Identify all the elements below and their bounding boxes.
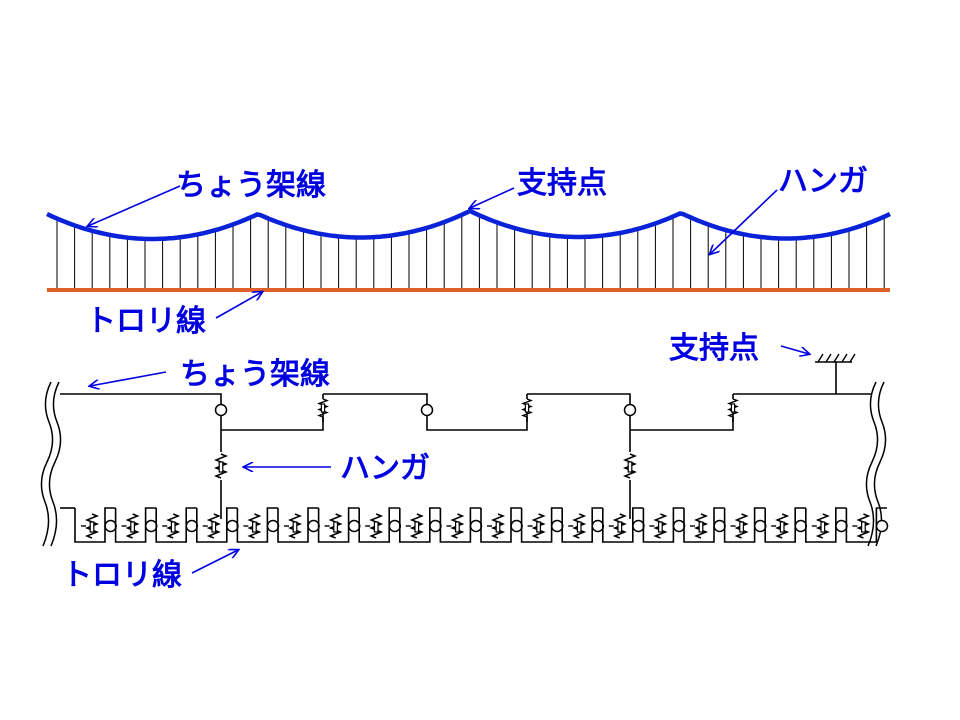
trolley-joint	[713, 519, 726, 533]
bottom-trolley-arrow	[191, 550, 238, 574]
trolley-segment	[236, 507, 278, 543]
trolley-spring	[411, 513, 423, 539]
top-support-label: 支持点	[517, 166, 607, 201]
trolley-spring	[329, 513, 342, 539]
trolley-spring	[289, 513, 301, 539]
top-hanger-lines	[56, 214, 885, 289]
top-trolley-arrow	[215, 292, 262, 319]
trolley-spring	[492, 513, 504, 539]
trolley-segment	[561, 507, 603, 543]
trolley-segment	[439, 507, 481, 543]
trolley-spring	[532, 513, 545, 539]
trolley-spring	[451, 513, 464, 539]
top-messenger-label: ちょう架線	[176, 168, 326, 203]
trolley-joint	[632, 519, 645, 533]
trolley-joint	[672, 519, 686, 533]
trolley-segment	[196, 507, 238, 543]
trolley-spring	[735, 513, 748, 539]
bottom-hanger-model	[215, 453, 636, 519]
top-messenger-arrow	[88, 185, 181, 226]
bottom-trolley-label: トロリ線	[62, 558, 182, 593]
messenger-spring	[522, 393, 532, 423]
trolley-segment	[804, 507, 847, 543]
trolley-joint	[307, 519, 320, 533]
trolley-segment	[520, 507, 563, 543]
trolley-spring	[86, 513, 98, 539]
bottom-trolley-model	[60, 507, 889, 543]
trolley-joint	[794, 519, 808, 533]
trolley-spring	[695, 513, 707, 539]
trolley-joint	[510, 519, 523, 533]
trolley-joint	[835, 519, 848, 533]
trolley-spring	[817, 513, 829, 539]
bottom-support-label: 支持点	[669, 331, 759, 366]
messenger-spring	[728, 393, 738, 423]
trolley-joint	[550, 519, 564, 533]
trolley-segment	[601, 507, 644, 543]
trolley-segment	[764, 507, 806, 543]
trolley-joint	[591, 519, 605, 533]
top-hanger-label: ハンガ	[778, 164, 868, 199]
trolley-joint	[875, 519, 889, 533]
trolley-segment	[74, 507, 116, 543]
messenger-spring	[318, 393, 328, 423]
trolley-spring	[126, 513, 139, 539]
bottom-messenger-arrow	[90, 371, 167, 386]
trolley-spring	[614, 513, 626, 539]
trolley-spring	[573, 513, 585, 539]
trolley-segment	[480, 507, 522, 543]
trolley-joint	[388, 519, 402, 533]
trolley-joint	[429, 519, 442, 533]
trolley-spring	[857, 513, 870, 539]
trolley-segment	[398, 507, 441, 543]
trolley-segment	[358, 507, 400, 543]
bottom-hanger-label: ハンガ	[340, 451, 430, 486]
trolley-spring	[167, 513, 179, 539]
trolley-spring	[208, 513, 220, 539]
trolley-spring	[776, 513, 788, 539]
trolley-joint	[104, 519, 117, 533]
trolley-joint	[266, 519, 280, 533]
trolley-joint	[144, 519, 158, 533]
trolley-joint	[185, 519, 199, 533]
bottom-support-arrow	[780, 345, 809, 354]
trolley-joint	[753, 519, 767, 533]
trolley-joint	[347, 519, 361, 533]
wire-break-marks	[40, 381, 887, 547]
hanger-spring	[215, 453, 227, 479]
bottom-messenger-label: ちょう架線	[180, 357, 330, 392]
trolley-segment	[277, 507, 319, 543]
hanger-spring	[624, 453, 636, 479]
trolley-segment	[723, 507, 766, 543]
trolley-spring	[654, 513, 667, 539]
trolley-spring	[370, 513, 382, 539]
trolley-segment	[642, 507, 684, 543]
trolley-joint	[469, 519, 483, 533]
trolley-segment	[155, 507, 197, 543]
trolley-segment	[845, 507, 887, 543]
top-support-arrow	[470, 187, 515, 208]
top-trolley-label: トロリ線	[86, 304, 206, 339]
top-messenger-wire	[46, 208, 891, 242]
trolley-segment	[317, 507, 360, 543]
top-hanger-arrow	[710, 189, 778, 254]
trolley-segment	[683, 507, 725, 543]
trolley-spring	[248, 513, 261, 539]
trolley-joint	[226, 519, 239, 533]
bottom-messenger-model	[60, 353, 872, 452]
trolley-segment	[114, 507, 157, 543]
